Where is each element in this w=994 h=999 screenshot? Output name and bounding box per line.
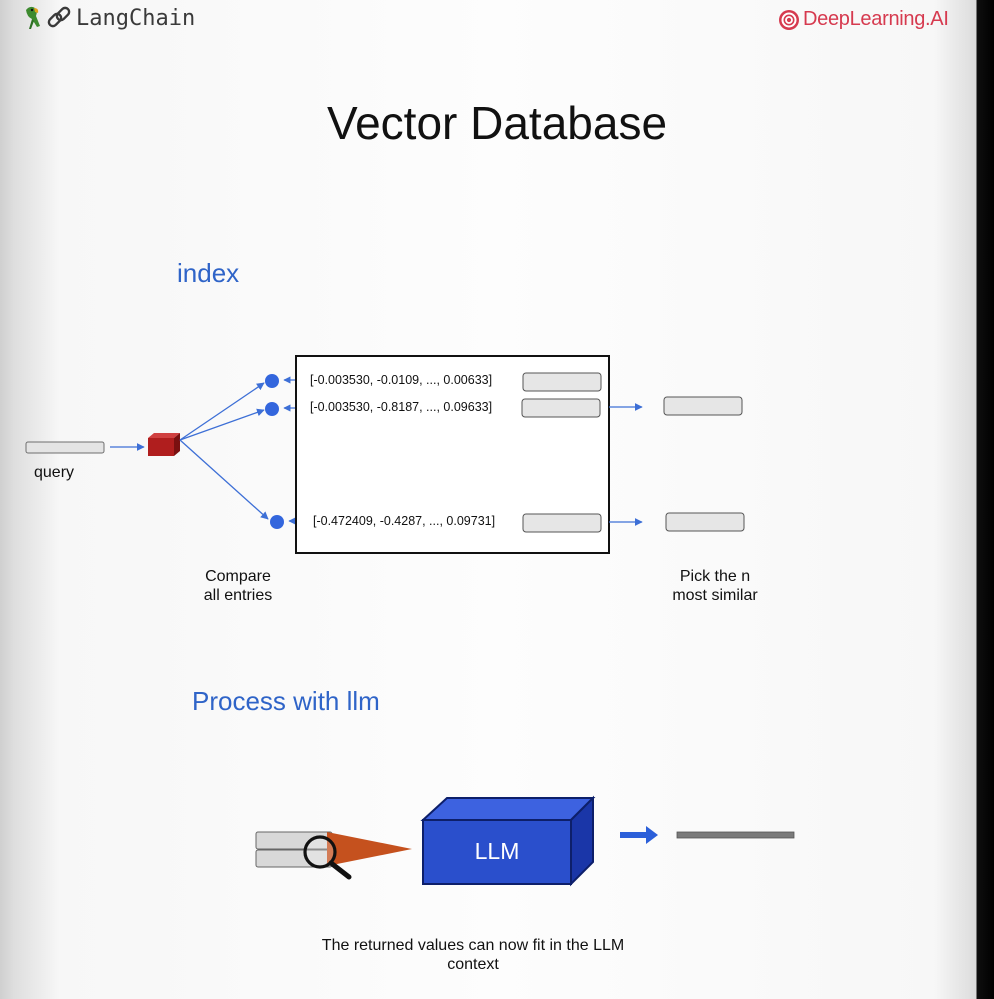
llm-label: LLM	[474, 838, 520, 864]
deeplearning-wordmark: DeepLearning.AI	[803, 8, 949, 30]
vector-entry: [-0.003530, -0.0109, ..., 0.00633]	[310, 373, 493, 387]
llm-output-arrow	[620, 826, 658, 844]
chunk-bar	[522, 372, 602, 392]
pick-caption: Pick the n most similar	[672, 568, 758, 604]
chunk-bar	[521, 398, 601, 418]
magnifier-icon	[303, 835, 352, 880]
vector-entry: [-0.003530, -0.8187, ..., 0.09633]	[310, 400, 493, 414]
compare-arrow-1	[179, 382, 265, 441]
vector-entry: [-0.472409, -0.4287, ..., 0.09731]	[313, 514, 496, 528]
langchain-logo: LangChain	[22, 4, 195, 32]
llm-output-bar	[676, 831, 795, 839]
process-heading: Process with llm	[192, 686, 380, 716]
compare-dot	[270, 515, 284, 529]
result-bar	[665, 512, 745, 532]
llm-box	[420, 795, 596, 887]
chunk-bar	[522, 513, 602, 533]
compare-caption: Compare all entries	[203, 568, 273, 604]
parrot-chain-icon	[26, 6, 71, 29]
deeplearning-logo: DeepLearning.AI	[778, 8, 949, 31]
query-label: query	[34, 464, 75, 481]
compare-arrow-3	[179, 439, 269, 520]
compare-dot	[265, 402, 279, 416]
query-embedding-cube	[148, 433, 180, 456]
search-beam	[327, 832, 412, 866]
query-bar	[25, 441, 105, 454]
page-title: Vector Database	[326, 97, 668, 149]
result-bar	[663, 396, 743, 416]
deeplearning-logo-icon	[779, 9, 799, 30]
compare-dot	[265, 374, 279, 388]
langchain-wordmark: LangChain	[76, 5, 196, 31]
process-caption: The returned values can now fit in the L…	[321, 937, 625, 973]
compare-arrow-2	[179, 408, 265, 441]
index-heading: index	[177, 258, 240, 288]
